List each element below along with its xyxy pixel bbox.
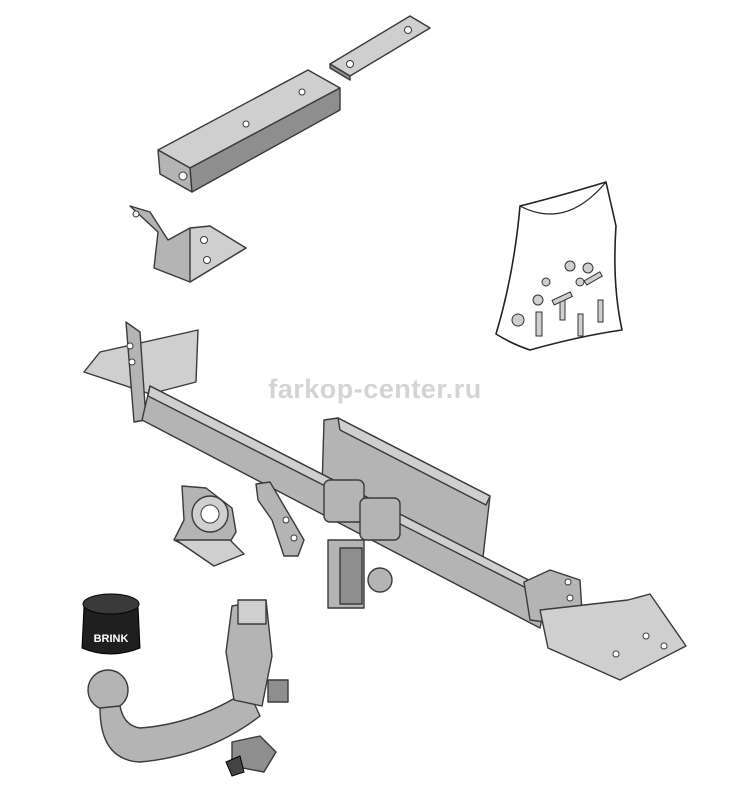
socket-clip (225, 735, 277, 777)
flat-plate (329, 15, 431, 81)
towball-neck (87, 599, 289, 763)
main-crossbar (83, 321, 687, 681)
watermark-text: farkop-center.ru (268, 374, 482, 404)
towball-cap: BRINK (81, 593, 141, 655)
link-bracket (255, 481, 305, 557)
angle-bracket (129, 205, 247, 283)
socket-holder-plate (173, 485, 245, 567)
cap-brand-text: BRINK (94, 633, 129, 645)
hardware-bag (495, 181, 623, 351)
extension-channel (157, 69, 341, 193)
